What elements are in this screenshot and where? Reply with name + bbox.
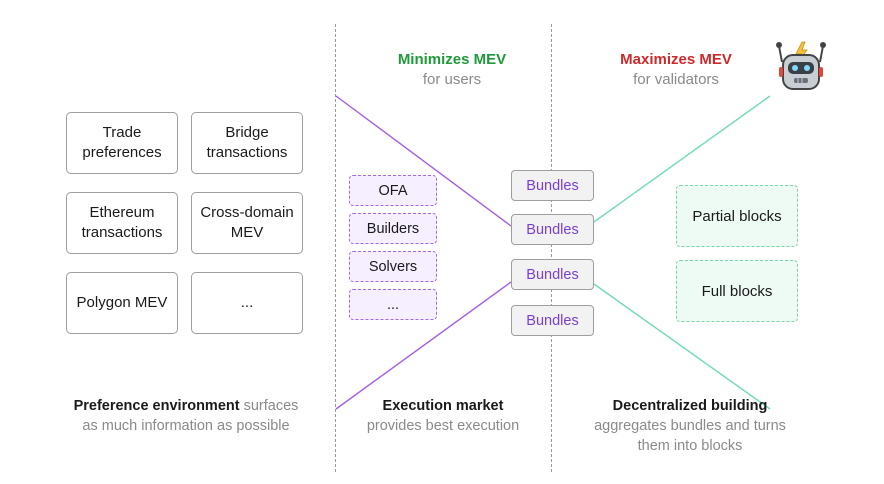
market-item-more: ... [349,289,437,320]
green-line-bottom [593,283,771,410]
divider-right [551,24,552,472]
bundle-2: Bundles [511,214,594,245]
green-line-top [593,95,771,223]
caption-execution-desc: provides best execution [366,418,520,434]
card-trade-preferences: Trade preferences [66,112,178,174]
heading-maximizes-subtitle: for validators [633,71,719,88]
purple-line-bottom [335,281,512,410]
robot-icon [776,41,826,90]
caption-building-title: Decentralized building [612,398,768,414]
caption-building-line1: aggregates bundles and turns [594,418,786,434]
card-cross-domain-mev: Cross-domain MEV [191,192,303,254]
card-bridge-transactions: Bridge transactions [191,112,303,174]
caption-building-line2: them into blocks [637,438,743,454]
caption-execution-title: Execution market [382,398,504,414]
bundle-1: Bundles [511,170,594,201]
card-more: ... [191,272,303,334]
card-ethereum-transactions: Ethereum transactions [66,192,178,254]
bundle-4: Bundles [511,305,594,336]
heading-minimizes-subtitle: for users [422,71,482,88]
block-full: Full blocks [676,260,798,322]
heading-minimizes: Minimizes MEV for users [372,50,532,90]
caption-preference-line2: as much information as possible [82,418,290,434]
heading-minimizes-title: Minimizes MEV [397,51,507,68]
block-partial: Partial blocks [676,185,798,247]
caption-preference: Preference environment surfaces as much … [50,396,322,436]
market-item-builders: Builders [349,213,437,244]
caption-execution: Execution market provides best execution [348,396,538,436]
heading-maximizes-title: Maximizes MEV [620,51,732,68]
bundle-3: Bundles [511,259,594,290]
divider-left [335,24,336,472]
card-polygon-mev: Polygon MEV [66,272,178,334]
market-item-ofa: OFA [349,175,437,206]
caption-building: Decentralized building aggregates bundle… [570,396,810,456]
market-item-solvers: Solvers [349,251,437,282]
purple-line-top [335,95,512,227]
heading-maximizes: Maximizes MEV for validators [596,50,756,90]
caption-preference-inline: surfaces [239,398,299,414]
caption-preference-title: Preference environment [73,398,240,414]
